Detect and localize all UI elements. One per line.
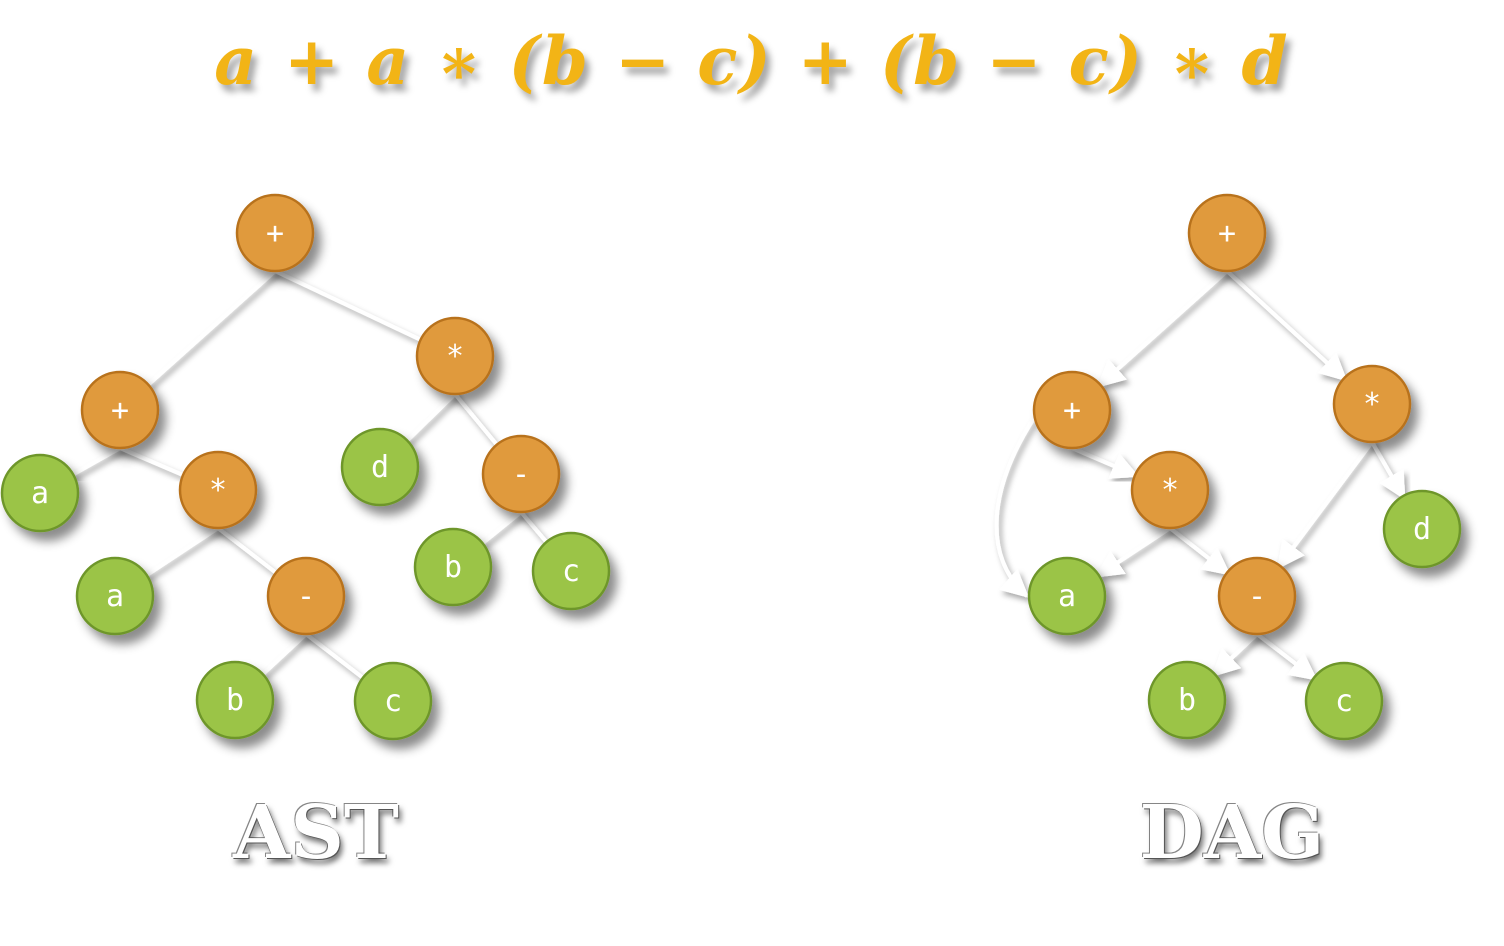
dag-node-plus2: + bbox=[1032, 370, 1112, 450]
ast-node-b_r: b bbox=[413, 527, 493, 607]
ast-node-label-d: d bbox=[371, 450, 389, 485]
ast-edge-mul2-a2 bbox=[143, 526, 220, 579]
ast-node-c_r: c bbox=[531, 531, 611, 611]
ast-node-circle-a2 bbox=[75, 556, 155, 636]
ast-node-a1: a bbox=[0, 453, 80, 533]
dag-node-c: c bbox=[1304, 661, 1384, 741]
dag-node-circle-mul_l bbox=[1130, 450, 1210, 530]
ast-node-d: d bbox=[340, 427, 420, 507]
expression-formula: a + a ∗ (b − c) + (b − c) ∗ d bbox=[214, 22, 1290, 100]
ast-node-circle-c_l bbox=[353, 661, 433, 741]
dag-edge-mul_r-d bbox=[1370, 440, 1407, 501]
ast-node-label-a1: a bbox=[31, 476, 49, 511]
ast-node-label-mul2: * bbox=[209, 473, 227, 508]
ast-edge-minus_r-b_r bbox=[479, 510, 523, 547]
dag-node-label-a: a bbox=[1058, 579, 1076, 614]
ast-node-circle-c_r bbox=[531, 531, 611, 611]
dag-node-root: + bbox=[1187, 193, 1267, 273]
ast-node-minus_r: - bbox=[481, 434, 561, 514]
ast-node-circle-minus_r bbox=[481, 434, 561, 514]
dag-edge-mul_r-minus bbox=[1276, 440, 1374, 570]
dag-edges bbox=[994, 269, 1407, 681]
ast-node-mul2: * bbox=[178, 450, 258, 530]
ast-edge-plus2-mul2 bbox=[118, 446, 187, 478]
dag-node-circle-d bbox=[1382, 489, 1462, 569]
ast-node-circle-mul2 bbox=[178, 450, 258, 530]
ast-title: AST bbox=[233, 790, 399, 876]
dag-node-a: a bbox=[1027, 556, 1107, 636]
ast-node-label-c_r: c bbox=[562, 554, 580, 589]
dag-edge-mul_l-minus bbox=[1168, 526, 1231, 576]
dag-title: DAG bbox=[1139, 790, 1325, 876]
ast-node-label-b_l: b bbox=[226, 683, 244, 718]
ast-node-c_l: c bbox=[353, 661, 433, 741]
ast-edge-minus_r-c_r bbox=[519, 510, 550, 546]
dag-node-circle-b bbox=[1147, 660, 1227, 740]
dag-nodes: + + * * d a - b c bbox=[1027, 193, 1462, 741]
ast-node-circle-b_r bbox=[413, 527, 493, 607]
ast-edges bbox=[69, 269, 550, 681]
dag-node-circle-root bbox=[1187, 193, 1267, 273]
dag-node-circle-plus2 bbox=[1032, 370, 1112, 450]
ast-node-a2: a bbox=[75, 556, 155, 636]
dag-node-mul_r: * bbox=[1332, 364, 1412, 444]
ast-node-circle-root bbox=[235, 193, 315, 273]
ast-node-label-root: + bbox=[266, 216, 284, 251]
ast-node-label-mul_top: * bbox=[446, 339, 464, 374]
ast-node-b_l: b bbox=[195, 660, 275, 740]
dag-node-label-minus: - bbox=[1248, 579, 1266, 614]
ast-edge-mul_top-d bbox=[403, 392, 457, 444]
ast-edge-mul2-minus_l bbox=[216, 526, 280, 576]
dag-edge-root-mul_r bbox=[1225, 269, 1348, 382]
ast-edge-minus_l-b_l bbox=[259, 632, 308, 678]
dag-edge-minus-b bbox=[1211, 632, 1259, 678]
dag-edge-root-plus2 bbox=[1096, 269, 1229, 388]
ast-edge-root-plus2 bbox=[144, 269, 277, 388]
dag-node-circle-a bbox=[1027, 556, 1107, 636]
ast-edge-mul_top-minus_r bbox=[453, 392, 501, 449]
ast-node-label-a2: a bbox=[106, 579, 124, 614]
ast-node-mul_top: * bbox=[415, 316, 495, 396]
ast-node-label-minus_l: - bbox=[297, 579, 315, 614]
ast-node-label-b_r: b bbox=[444, 550, 462, 585]
dag-node-label-d: d bbox=[1413, 512, 1431, 547]
dag-node-label-mul_r: * bbox=[1363, 387, 1381, 422]
ast-node-circle-a1 bbox=[0, 453, 80, 533]
ast-node-circle-d bbox=[340, 427, 420, 507]
ast-node-minus_l: - bbox=[266, 556, 346, 636]
ast-edge-minus_l-c_l bbox=[304, 632, 367, 681]
dag-node-d: d bbox=[1382, 489, 1462, 569]
ast-node-circle-minus_l bbox=[266, 556, 346, 636]
dag-node-mul_l: * bbox=[1130, 450, 1210, 530]
dag-node-label-b: b bbox=[1178, 683, 1196, 718]
dag-node-circle-c bbox=[1304, 661, 1384, 741]
dag-edge-plus2-a bbox=[994, 416, 1036, 598]
dag-node-circle-minus bbox=[1217, 556, 1297, 636]
ast-node-label-plus2: + bbox=[111, 393, 129, 428]
ast-node-plus2: + bbox=[80, 370, 160, 450]
ast-node-root: + bbox=[235, 193, 315, 273]
dag-edge-mul_l-a bbox=[1094, 526, 1172, 579]
dag-node-label-c: c bbox=[1335, 684, 1353, 719]
dag-node-label-plus2: + bbox=[1063, 393, 1081, 428]
dag-graph: + + * * d a - b c bbox=[994, 193, 1462, 741]
dag-node-minus: - bbox=[1217, 556, 1297, 636]
ast-node-label-minus_r: - bbox=[512, 457, 530, 492]
ast-node-circle-plus2 bbox=[80, 370, 160, 450]
dag-edge-minus-c bbox=[1255, 632, 1318, 681]
dag-node-label-mul_l: * bbox=[1161, 473, 1179, 508]
ast-node-circle-mul_top bbox=[415, 316, 495, 396]
dag-edge-plus2-mul_l bbox=[1070, 446, 1140, 479]
ast-edge-plus2-a1 bbox=[69, 446, 122, 478]
ast-node-label-c_l: c bbox=[384, 684, 402, 719]
ast-nodes: + + * a * d - a - b c b c bbox=[0, 193, 611, 741]
dag-node-b: b bbox=[1147, 660, 1227, 740]
ast-edge-root-mul_top bbox=[273, 269, 425, 343]
ast-node-circle-b_l bbox=[195, 660, 275, 740]
dag-node-circle-mul_r bbox=[1332, 364, 1412, 444]
ast-tree: + + * a * d - a - b c b c bbox=[0, 193, 611, 741]
dag-node-label-root: + bbox=[1218, 216, 1236, 251]
